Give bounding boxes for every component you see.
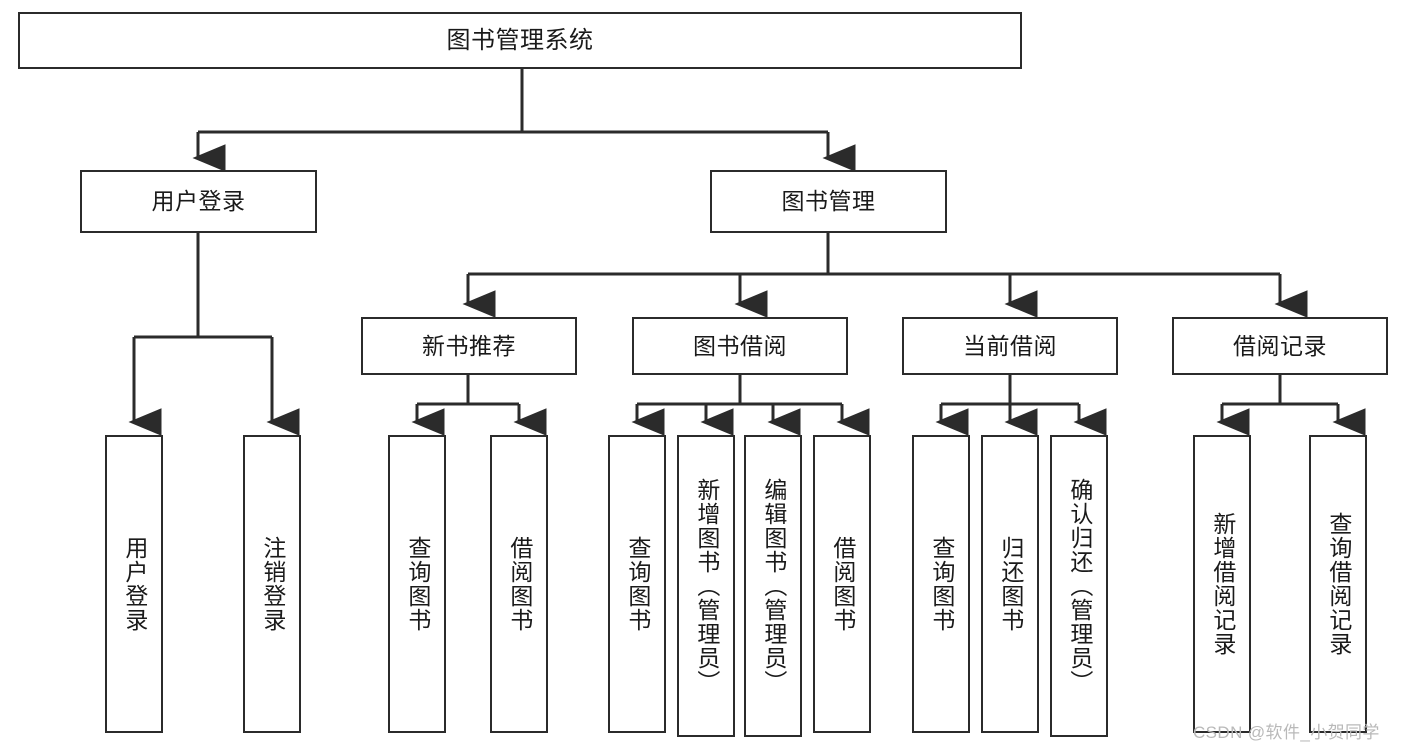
node-label: 当前借阅 — [963, 332, 1057, 359]
leaf-query-borrow-record[interactable]: 查询借阅记录 — [1309, 435, 1367, 733]
node-current-borrow[interactable]: 当前借阅 — [902, 317, 1118, 375]
watermark: CSDN @软件_小贺同学 — [1193, 723, 1380, 742]
node-label: 借阅图书 — [506, 536, 533, 632]
node-label: 用户登录 — [151, 188, 246, 215]
leaf-add-book-admin[interactable]: 新增图书（管理员） — [677, 435, 735, 737]
leaf-borrow-book[interactable]: 借阅图书 — [813, 435, 871, 733]
node-label: 查询图书 — [928, 536, 955, 632]
node-label: 图书管理系统 — [446, 26, 594, 54]
node-label: 用户登录 — [121, 536, 148, 632]
node-label: 查询图书 — [404, 536, 431, 632]
leaf-borrow-book-recommend[interactable]: 借阅图书 — [490, 435, 548, 733]
leaf-user-login[interactable]: 用户登录 — [105, 435, 163, 733]
node-borrow-records[interactable]: 借阅记录 — [1172, 317, 1388, 375]
leaf-edit-book-admin[interactable]: 编辑图书（管理员） — [744, 435, 802, 737]
node-root-system[interactable]: 图书管理系统 — [18, 12, 1022, 69]
node-label: 新书推荐 — [422, 332, 516, 359]
node-book-borrow[interactable]: 图书借阅 — [632, 317, 848, 375]
node-user-login[interactable]: 用户登录 — [80, 170, 317, 233]
node-label: 新增图书（管理员） — [693, 478, 720, 694]
node-label: 图书管理 — [781, 188, 876, 215]
node-book-management[interactable]: 图书管理 — [710, 170, 947, 233]
leaf-confirm-return-admin[interactable]: 确认归还（管理员） — [1050, 435, 1108, 737]
leaf-query-book-borrow[interactable]: 查询图书 — [608, 435, 666, 733]
node-label: 查询图书 — [624, 536, 651, 632]
node-label: 确认归还（管理员） — [1066, 478, 1093, 694]
node-label: 注销登录 — [259, 536, 286, 632]
node-label: 借阅图书 — [829, 536, 856, 632]
node-label: 新增借阅记录 — [1209, 512, 1236, 656]
leaf-logout[interactable]: 注销登录 — [243, 435, 301, 733]
node-label: 编辑图书（管理员） — [760, 478, 787, 694]
node-label: 查询借阅记录 — [1325, 512, 1352, 656]
leaf-add-borrow-record[interactable]: 新增借阅记录 — [1193, 435, 1251, 733]
node-label: 归还图书 — [997, 536, 1024, 632]
node-label: 借阅记录 — [1233, 332, 1327, 359]
leaf-query-book-recommend[interactable]: 查询图书 — [388, 435, 446, 733]
node-label: 图书借阅 — [693, 332, 787, 359]
leaf-query-book-current[interactable]: 查询图书 — [912, 435, 970, 733]
node-new-book-recommend[interactable]: 新书推荐 — [361, 317, 577, 375]
leaf-return-book[interactable]: 归还图书 — [981, 435, 1039, 733]
